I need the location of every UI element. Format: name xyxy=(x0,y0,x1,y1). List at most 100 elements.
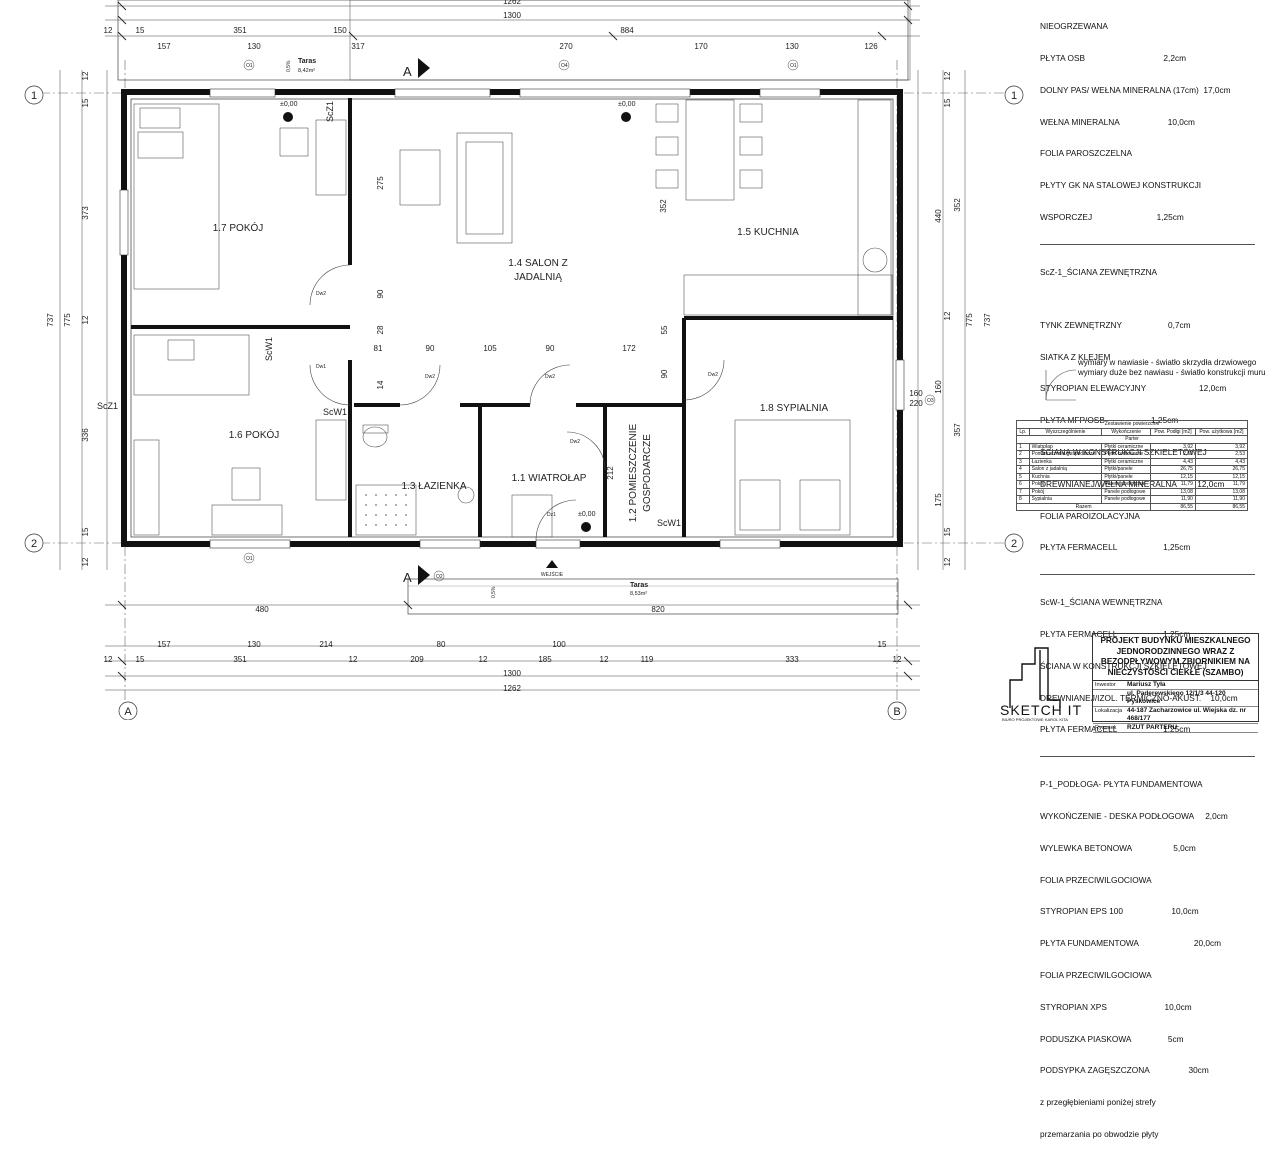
axis-1-left: 1 xyxy=(31,90,37,102)
cell: Pomieszczenie gospodarcze xyxy=(1028,450,1103,459)
spec-line: FOLIA PRZECIWILGOCIOWA xyxy=(1040,874,1152,885)
col-header: Pow. Podłgi [m2] xyxy=(1150,427,1196,436)
cell: 3 xyxy=(1016,457,1030,466)
location-label: Lokalizacja xyxy=(1095,708,1123,714)
dim-top-5: 317 xyxy=(351,42,365,51)
cell: 4,43 xyxy=(1194,457,1249,466)
spec-sec4: P-1_PODŁOGA- PŁYTA FUNDAMENTOWA WYKOŃCZE… xyxy=(1040,756,1255,1161)
window-o3: O3 xyxy=(927,398,934,404)
dim-bot-2: 157 xyxy=(157,640,171,649)
dim-bot-11: 100 xyxy=(552,640,566,649)
door-dw1: Dw1 xyxy=(316,364,326,370)
dim-bot-5: 214 xyxy=(319,640,333,649)
investor-label: Inwestor xyxy=(1095,682,1116,688)
dim-int-3: 28 xyxy=(376,325,385,334)
spec-line: FOLIA PAROSZCZELNA xyxy=(1040,148,1133,159)
outer-wall xyxy=(121,89,903,547)
cell: Płytki/panele xyxy=(1101,465,1152,474)
door-dw2-a: Dw2 xyxy=(316,291,326,297)
spec-line: PŁYTA OSB 2,2cm xyxy=(1040,52,1187,63)
spec-notes: NIEOGRZEWANA PŁYTA OSB 2,2cm DOLNY PAS/ … xyxy=(1040,0,1255,1161)
door-dw2-d: Dw2 xyxy=(570,439,580,445)
section-mark-bottom: A xyxy=(403,570,412,585)
dim-int-6: 90 xyxy=(426,344,435,353)
room-1-2-line1: 1.2 POMIESZCZENIE xyxy=(628,423,639,522)
spec-line: STYROPIAN EPS 100 10,0cm xyxy=(1040,906,1199,917)
spec-line: z przegłębieniami poniżej strefy xyxy=(1040,1097,1156,1108)
dim-bot-12: 12 xyxy=(600,655,609,664)
terrace-top-slope: 0,5% xyxy=(286,60,292,72)
cell: 12,15 xyxy=(1194,472,1249,481)
dim-820: 820 xyxy=(651,605,665,614)
floor-plan: 1 1 2 2 A B A A WEJŚCIE 1.7 POKÓJ 1.6 PO… xyxy=(24,0,1077,720)
col-header: Wykończenie xyxy=(1101,427,1152,436)
dim-int-11: 90 xyxy=(660,369,669,378)
spec-sec2: ScZ-1_ŚCIANA ZEWNĘTRZNA TYNK ZEWNĘTRZNY … xyxy=(1040,243,1255,574)
col-header: Pow. użytkowa [m2] xyxy=(1194,427,1249,436)
dim-top-2: 351 xyxy=(233,26,247,35)
dim-left-1: 15 xyxy=(81,98,90,107)
dim-right-8: 357 xyxy=(953,423,962,437)
area-table-title: Zestawienie powierzchni xyxy=(1016,420,1248,429)
dim-int-7: 105 xyxy=(483,344,497,353)
window-o1-bottom: O1 xyxy=(246,556,253,562)
dim-right-4: 12 xyxy=(943,311,952,320)
axis-b: B xyxy=(893,706,900,718)
axis-a: A xyxy=(124,706,132,718)
cell: Łazienka xyxy=(1028,457,1103,466)
wall-label-scz1-left: ScZ1 xyxy=(97,401,118,411)
dim-bot-15: 12 xyxy=(893,655,902,664)
spec-line: przemarzania po obwodzie płyty xyxy=(1040,1128,1159,1139)
room-1-1: 1.1 WIATROŁAP xyxy=(512,473,587,484)
spec-line: FOLIA PAROIZOLACYJNA xyxy=(1040,510,1140,521)
dim-int-5: 14 xyxy=(376,380,385,389)
terrace-bottom-slope: 0,5% xyxy=(491,586,497,598)
drawing-value: RZUT PARTERU xyxy=(1127,724,1178,731)
dim-int-0: 275 xyxy=(376,176,385,190)
spec-sec1: NIEOGRZEWANA PŁYTA OSB 2,2cm DOLNY PAS/ … xyxy=(1040,0,1255,244)
dim-int-12: 212 xyxy=(606,466,615,480)
room-1-6: 1.6 POKÓJ xyxy=(229,428,280,441)
dim-bot-14: 333 xyxy=(785,655,799,664)
spec-line: ScW-1_ŚCIANA WEWNĘTRZNA xyxy=(1040,597,1163,608)
cell: 4,43 xyxy=(1150,457,1196,466)
axis-2-left: 2 xyxy=(31,538,37,550)
entrance-label: WEJŚCIE xyxy=(541,570,564,578)
dim-1262-bottom: 1262 xyxy=(503,684,521,693)
cell: Pokój xyxy=(1028,487,1103,496)
dim-top-7: 884 xyxy=(620,26,634,35)
cell: 4 xyxy=(1016,465,1030,474)
dim-top-4: 150 xyxy=(333,26,347,35)
dim-right-1: 15 xyxy=(943,98,952,107)
investor-name: Mariusz Tyła xyxy=(1127,681,1166,688)
cell: Razem xyxy=(1015,502,1152,511)
cell: 13,08 xyxy=(1194,487,1249,496)
cell: Kuchnia xyxy=(1028,472,1103,481)
cell: 11,90 xyxy=(1150,495,1196,504)
cell: Pokój xyxy=(1028,480,1103,489)
cell: Panele podłogowe xyxy=(1101,487,1152,496)
dim-right-0: 12 xyxy=(943,71,952,80)
dim-top-0: 15 xyxy=(136,26,145,35)
dim-left-3: 12 xyxy=(81,315,90,324)
location-value: 44-187 Zacharzowice ul. Wiejska dz. nr 4… xyxy=(1127,707,1247,722)
col-header: Lp. xyxy=(1016,427,1030,436)
spec-line: PŁYTA FERMACELL 1,25cm xyxy=(1040,542,1191,553)
spec-line: FOLIA PRZECIWILGOCIOWA xyxy=(1040,970,1152,981)
terrace-top-label: Taras xyxy=(298,58,316,65)
room-1-2-line2: GOSPODARCZE xyxy=(642,434,653,512)
cell: 7 xyxy=(1016,487,1030,496)
dim-int-1: 352 xyxy=(659,199,668,213)
room-1-7: 1.7 POKÓJ xyxy=(213,221,264,234)
dim-left-2: 373 xyxy=(81,206,90,220)
cell: Salon z jadalnią xyxy=(1028,465,1103,474)
cell: 2,53 xyxy=(1150,450,1196,459)
room-1-4-line2: JADALNIĄ xyxy=(514,272,562,283)
spec-line: TYNK ZEWNĘTRZNY 0,7cm xyxy=(1040,319,1191,330)
